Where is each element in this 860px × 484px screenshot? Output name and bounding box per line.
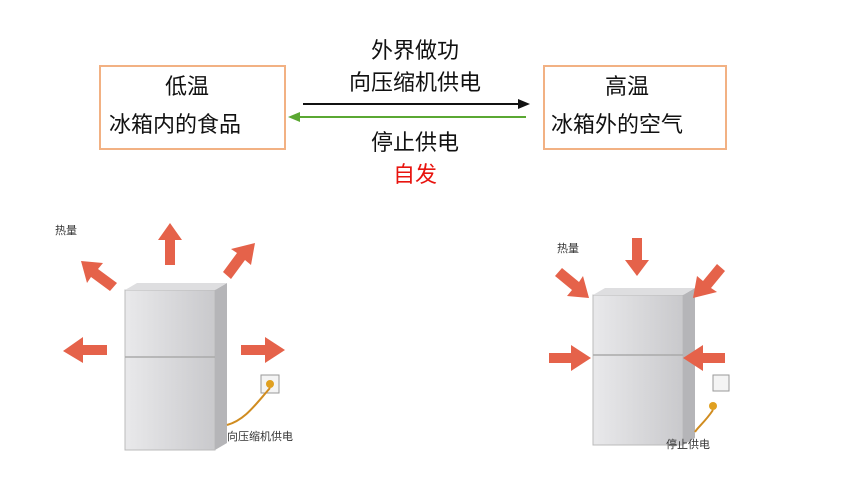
- low-temp-title: 低温: [165, 75, 210, 100]
- low-temp-box: 低温 冰箱内的食品: [99, 65, 286, 150]
- high-temp-box: 高温 冰箱外的空气: [543, 65, 727, 150]
- work-label-line2: 向压缩机供电: [348, 71, 481, 96]
- high-temp-title: 高温: [605, 75, 650, 100]
- spontaneous-text: 自发: [392, 163, 437, 188]
- high-temp-desc: 冰箱外的空气: [551, 113, 684, 138]
- backward-arrowhead: [288, 112, 300, 122]
- fridge-heat-in-figure: [549, 238, 730, 446]
- fridge-icon: [124, 283, 227, 451]
- fridge-heat-out-figure: [63, 223, 285, 451]
- forward-arrowhead: [518, 99, 530, 109]
- right-heat-label: 热量: [557, 242, 579, 255]
- low-temp-desc: 冰箱内的食品: [109, 113, 242, 138]
- power-outlet-unplugged-icon: [694, 374, 730, 433]
- heat-in-arrows-icon: [549, 238, 725, 371]
- left-heat-label: 热量: [55, 224, 77, 237]
- fridge-icon: [592, 288, 695, 446]
- stop-power-label: 停止供电: [370, 131, 459, 156]
- power-outlet-icon: [226, 374, 280, 426]
- left-caption: 向压缩机供电: [227, 430, 293, 443]
- heat-out-arrows-icon: [63, 223, 285, 363]
- work-label-line1: 外界做功: [370, 39, 459, 64]
- spontaneous-label: 停止供电 自发: [300, 128, 530, 192]
- work-label: 外界做功 向压缩机供电: [300, 36, 530, 100]
- right-caption: 停止供电: [666, 438, 710, 451]
